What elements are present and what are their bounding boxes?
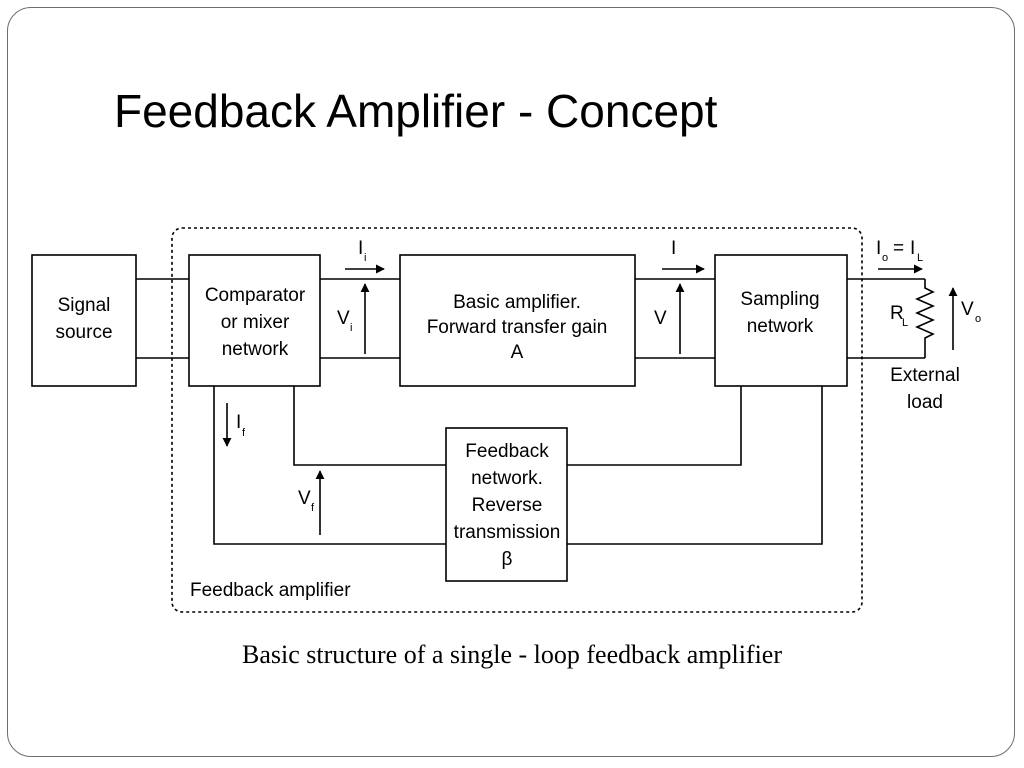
svg-text:V: V [337,308,350,329]
svg-text:V: V [654,308,667,329]
svg-text:I: I [671,238,676,259]
input-voltage-label: V i [337,308,352,334]
signal-source-label: Signal source [55,295,112,343]
svg-text:network: network [222,339,289,360]
feedback-voltage-label: V f [298,488,315,514]
feedback-network-label: Feedback network. Reverse transmission β [454,441,561,570]
input-current-label: I i [358,238,366,264]
output-current-label: I [671,238,676,259]
comparator-label: Comparator or mixer network [205,285,306,360]
svg-text:transmission: transmission [454,522,561,543]
svg-text:o: o [975,313,981,325]
feedback-amplifier-boundary [171,227,863,613]
feedback-network-block [445,427,568,582]
svg-text:Feedback: Feedback [465,441,549,462]
svg-text:V: V [298,488,311,509]
svg-text:L: L [917,252,923,264]
basic-amplifier-block [399,254,636,387]
load-current-label: I o = I L [876,238,923,264]
basic-amplifier-label: Basic amplifier. Forward transfer gain A [427,292,608,363]
svg-text:network.: network. [471,468,543,489]
external-load-label: External load [890,365,960,413]
svg-text:Reverse: Reverse [472,495,543,516]
svg-text:Sampling: Sampling [740,289,819,310]
feedback-current-label: I f [236,412,246,439]
svg-text:β: β [502,549,513,570]
svg-text:load: load [907,392,943,413]
svg-text:Basic amplifier.: Basic amplifier. [453,292,581,313]
svg-text:f: f [242,427,246,439]
svg-text:V: V [961,299,974,320]
sampling-network-block [714,254,848,387]
signal-arrows [222,264,958,535]
diagram-caption: Basic structure of a single - loop feedb… [241,640,783,669]
signal-source-block [31,254,137,387]
svg-text:R: R [890,303,904,324]
sampling-network-label: Sampling network [740,289,819,337]
connection-wires [136,278,935,545]
svg-text:I: I [876,238,881,259]
svg-text:i: i [364,252,366,264]
output-voltage-label: V [654,308,667,329]
svg-text:External: External [890,365,960,386]
svg-text:=: = [893,238,904,259]
svg-text:network: network [747,316,814,337]
svg-text:f: f [311,502,315,514]
svg-text:A: A [511,342,524,363]
svg-text:I: I [236,412,241,433]
svg-text:i: i [350,322,352,334]
load-voltage-label: V o [961,299,981,325]
slide-frame [7,7,1015,757]
load-resistor-label: R L [890,303,908,329]
svg-text:Forward transfer gain: Forward transfer gain [427,317,608,338]
svg-text:I: I [358,238,363,259]
comparator-block [188,254,321,387]
svg-text:source: source [55,322,112,343]
svg-text:o: o [882,252,888,264]
svg-text:or mixer: or mixer [221,312,290,333]
svg-text:Comparator: Comparator [205,285,306,306]
svg-text:Signal: Signal [58,295,111,316]
svg-text:L: L [902,317,908,329]
slide-title: Feedback Amplifier - Concept [114,85,718,137]
svg-text:I: I [910,238,915,259]
feedback-amplifier-label: Feedback amplifier [190,580,351,601]
